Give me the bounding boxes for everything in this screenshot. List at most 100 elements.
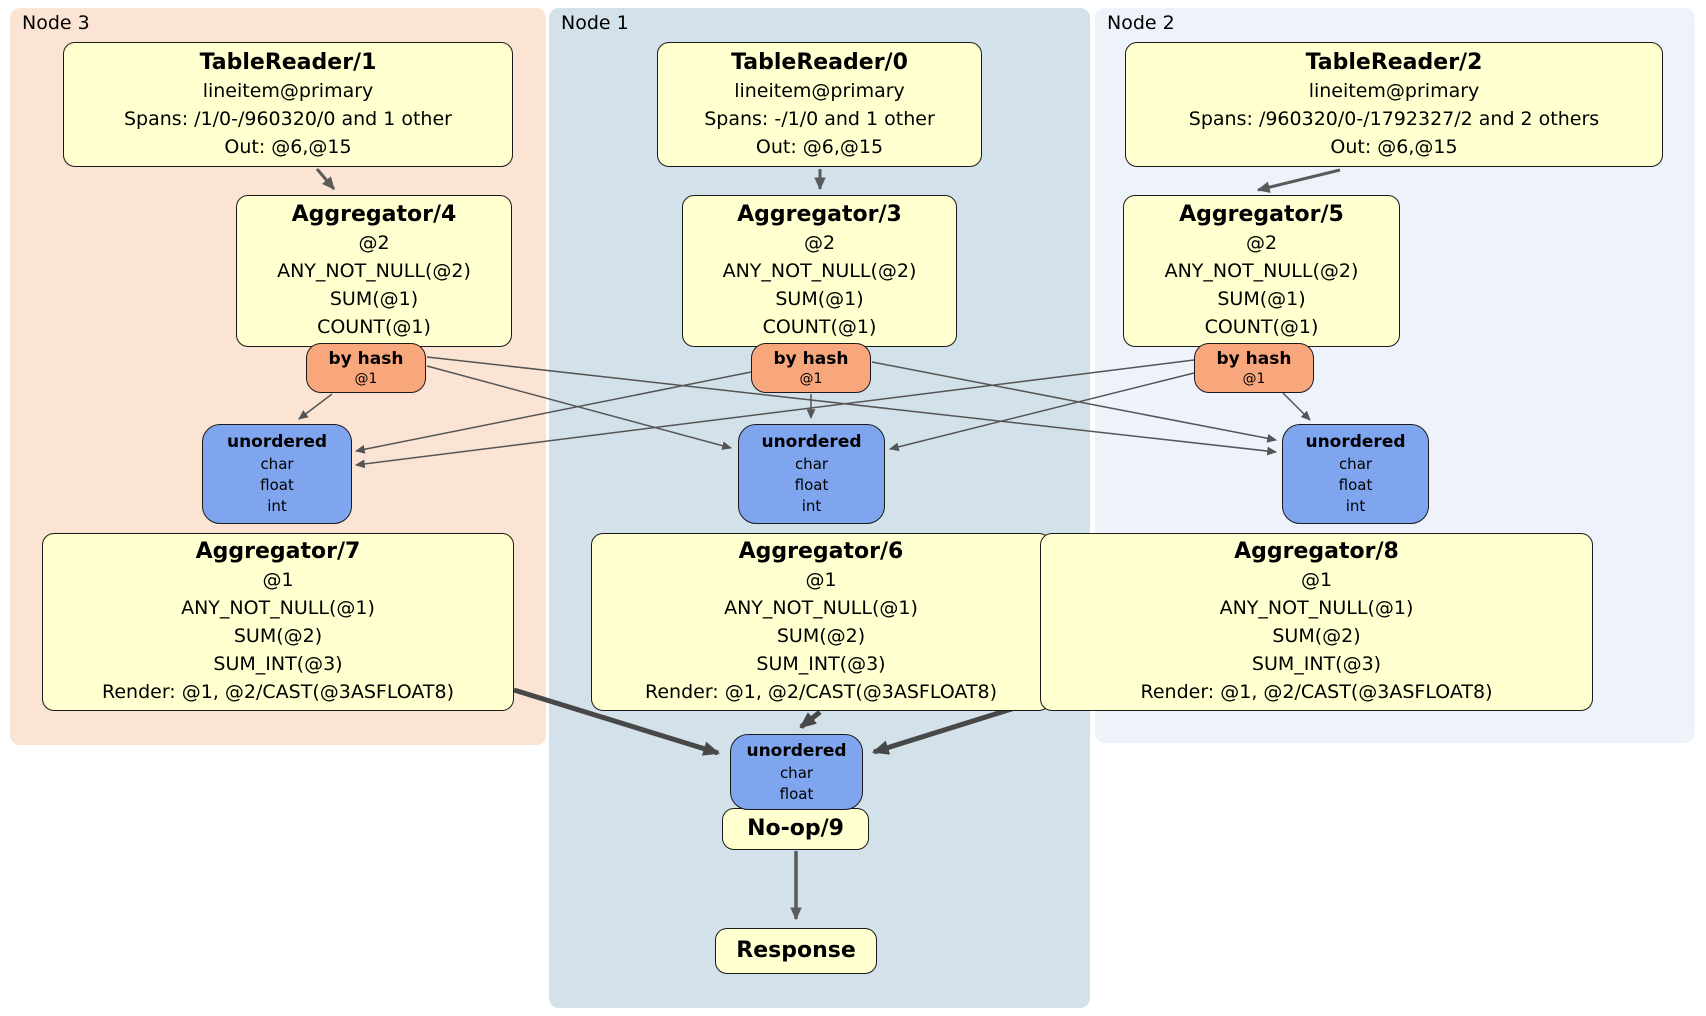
edge-agg6-final — [799, 710, 822, 729]
processor-aggregator-7: Aggregator/7 @1 ANY_NOT_NULL(@1) SUM(@2)… — [42, 533, 514, 711]
edge-hash1-sync2 — [871, 361, 1278, 443]
processor-line: ANY_NOT_NULL(@2) — [722, 260, 917, 282]
edge-hash3-sync2 — [426, 356, 1278, 456]
sync-unordered-node3: unordered char float int — [202, 424, 352, 524]
processor-line: SUM_INT(@3) — [1251, 653, 1382, 675]
router-key: @1 — [799, 371, 823, 387]
processor-line: ANY_NOT_NULL(@2) — [1164, 260, 1359, 282]
processor-tablereader-1: TableReader/1 lineitem@primary Spans: /1… — [63, 42, 513, 167]
processor-noop: No-op/9 — [722, 808, 869, 850]
processor-line: COUNT(@1) — [317, 316, 431, 338]
processor-line: Out: @6,@15 — [224, 135, 352, 158]
processor-line: Out: @6,@15 — [1330, 135, 1458, 158]
router-by-hash-node3: by hash @1 — [306, 343, 426, 393]
sync-column: float — [794, 476, 829, 494]
processor-tablereader-2: TableReader/2 lineitem@primary Spans: /9… — [1125, 42, 1663, 167]
processor-title: Response — [736, 938, 856, 963]
edge-tr1-agg4 — [315, 168, 336, 190]
processor-title: TableReader/0 — [731, 49, 908, 75]
processor-aggregator-3: Aggregator/3 @2 ANY_NOT_NULL(@2) SUM(@1)… — [682, 195, 957, 347]
processor-title: Aggregator/7 — [195, 539, 361, 564]
processor-line: lineitem@primary — [734, 79, 905, 102]
processor-line: @1 — [805, 569, 837, 591]
processor-line: Render: @1, @2/CAST(@3ASFLOAT8) — [645, 681, 997, 703]
node-label: Node 3 — [22, 12, 90, 34]
edge-tr2-agg5 — [1256, 168, 1341, 193]
router-title: by hash — [773, 349, 849, 369]
processor-line: @1 — [1300, 569, 1333, 591]
processor-title: TableReader/2 — [1305, 49, 1483, 75]
sync-title: unordered — [226, 432, 328, 452]
processor-aggregator-5: Aggregator/5 @2 ANY_NOT_NULL(@2) SUM(@1)… — [1123, 195, 1400, 347]
processor-line: @2 — [358, 232, 390, 254]
processor-line: Render: @1, @2/CAST(@3ASFLOAT8) — [102, 681, 454, 703]
processor-line: lineitem@primary — [202, 79, 374, 102]
sync-unordered-node1: unordered char float int — [738, 424, 885, 524]
router-title: by hash — [328, 349, 404, 369]
processor-line: ANY_NOT_NULL(@1) — [724, 597, 918, 619]
edge-hash2-sync2 — [1282, 392, 1311, 421]
processor-line: SUM(@1) — [329, 288, 419, 310]
router-key: @1 — [1242, 371, 1266, 387]
sync-column: float — [1338, 476, 1373, 494]
sync-column: float — [779, 784, 814, 803]
processor-line: Spans: /1/0-/960320/0 and 1 other — [124, 107, 452, 130]
processor-line: Render: @1, @2/CAST(@3ASFLOAT8) — [1140, 681, 1493, 703]
sync-column: int — [267, 497, 287, 515]
sync-column: float — [260, 476, 294, 494]
processor-title: Aggregator/4 — [291, 202, 457, 227]
processor-line: @1 — [262, 569, 294, 591]
edge-hash3-sync3 — [298, 393, 333, 420]
sync-column: char — [260, 455, 294, 473]
processor-title: No-op/9 — [747, 816, 844, 841]
processor-line: lineitem@primary — [1308, 79, 1480, 102]
sync-unordered-node2: unordered char float int — [1282, 424, 1429, 524]
processor-response: Response — [715, 928, 877, 974]
edge-hash2-sync1 — [888, 372, 1195, 452]
processor-title: Aggregator/8 — [1234, 539, 1399, 564]
processor-aggregator-6: Aggregator/6 @1 ANY_NOT_NULL(@1) SUM(@2)… — [591, 533, 1051, 711]
node-label: Node 2 — [1107, 12, 1175, 34]
edge-hash2-sync3 — [354, 359, 1195, 469]
sync-column: char — [779, 763, 814, 782]
processor-title: TableReader/1 — [199, 49, 377, 75]
processor-line: @2 — [803, 232, 836, 254]
processor-line: SUM(@2) — [776, 625, 866, 647]
sync-unordered-final: unordered char float — [730, 734, 863, 810]
sync-column: char — [794, 455, 829, 473]
processor-line: ANY_NOT_NULL(@2) — [277, 260, 471, 282]
processor-line: SUM_INT(@3) — [213, 653, 343, 675]
edge-hash1-sync3 — [354, 371, 752, 454]
processor-line: @2 — [1245, 232, 1278, 254]
router-by-hash-node2: by hash @1 — [1194, 343, 1314, 393]
processor-line: Spans: -/1/0 and 1 other — [704, 107, 935, 130]
sync-column: int — [1345, 497, 1366, 515]
processor-aggregator-4: Aggregator/4 @2 ANY_NOT_NULL(@2) SUM(@1)… — [236, 195, 512, 347]
sync-title: unordered — [746, 740, 847, 761]
processor-line: SUM(@2) — [1272, 625, 1361, 647]
processor-line: Spans: /960320/0-/1792327/2 and 2 others — [1188, 107, 1600, 130]
processor-line: COUNT(@1) — [1204, 316, 1319, 338]
processor-aggregator-8: Aggregator/8 @1 ANY_NOT_NULL(@1) SUM(@2)… — [1040, 533, 1593, 711]
processor-title: Aggregator/6 — [738, 539, 904, 564]
processor-line: SUM(@2) — [233, 625, 323, 647]
processor-line: COUNT(@1) — [762, 316, 877, 338]
processor-line: ANY_NOT_NULL(@1) — [1219, 597, 1414, 619]
processor-line: SUM(@1) — [775, 288, 864, 310]
processor-line: SUM(@1) — [1217, 288, 1306, 310]
sync-column: char — [1338, 455, 1373, 473]
edge-agg7-final — [513, 687, 721, 756]
processor-line: Out: @6,@15 — [755, 135, 884, 158]
processor-title: Aggregator/5 — [1179, 202, 1344, 227]
processor-line: ANY_NOT_NULL(@1) — [181, 597, 375, 619]
processor-line: SUM_INT(@3) — [756, 653, 886, 675]
node-label: Node 1 — [561, 12, 629, 34]
processor-title: Aggregator/3 — [737, 202, 902, 227]
sync-title: unordered — [761, 432, 862, 452]
sync-column: int — [801, 497, 822, 515]
processor-tablereader-0: TableReader/0 lineitem@primary Spans: -/… — [657, 42, 982, 167]
router-title: by hash — [1216, 349, 1292, 369]
router-by-hash-node1: by hash @1 — [751, 343, 871, 393]
